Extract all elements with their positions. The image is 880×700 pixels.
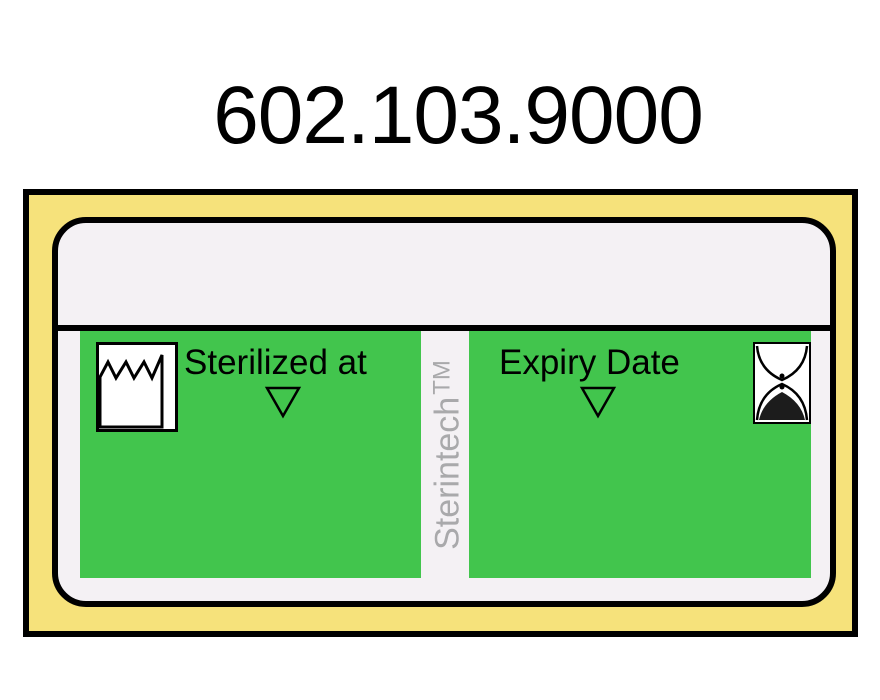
factory-icon (96, 342, 178, 432)
label-inner-card: Sterilized at SterintechTM Expiry Date (52, 217, 836, 607)
sterilization-label: Sterilized at SterintechTM Expiry Date (23, 189, 858, 637)
label-blank-area (58, 223, 830, 325)
triangle-down-icon (579, 386, 617, 419)
hourglass-icon (753, 342, 811, 424)
triangle-down-icon (264, 386, 302, 419)
sterilized-at-title: Sterilized at (184, 343, 367, 382)
expiry-date-panel: Expiry Date (469, 331, 811, 578)
brand-name-text: Sterintech (428, 396, 467, 550)
expiry-date-title: Expiry Date (499, 343, 680, 382)
trademark-mark: TM (428, 359, 456, 395)
label-divider (58, 325, 830, 331)
brand-name: SterintechTM (423, 360, 468, 550)
sterilized-at-panel: Sterilized at (80, 331, 421, 578)
brand-strip: SterintechTM (421, 331, 469, 578)
part-number-heading: 602.103.9000 (213, 70, 704, 161)
